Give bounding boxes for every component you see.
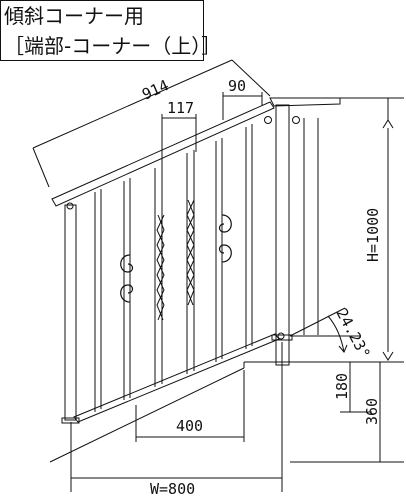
dim-total-rise xyxy=(290,362,404,463)
label-width: W=800 xyxy=(150,480,195,498)
scroll-ornament-right xyxy=(218,214,232,263)
label-baluster-pitch: 117 xyxy=(167,99,194,117)
label-step-rise: 180 xyxy=(333,373,351,400)
label-step-run: 400 xyxy=(176,417,203,435)
dim-angle xyxy=(327,315,348,353)
top-handrail xyxy=(51,97,341,210)
dim-height xyxy=(340,97,404,361)
dim-step-rise xyxy=(340,362,372,413)
dim-width xyxy=(70,342,283,492)
bottom-rail xyxy=(73,332,285,423)
left-post xyxy=(61,204,80,424)
title-sub: ［端部-コーナー（上）］ xyxy=(4,34,222,58)
title-box: 傾斜コーナー用 ［端部-コーナー（上）］ xyxy=(0,0,221,61)
label-post-offset: 90 xyxy=(228,77,246,95)
title-main: 傾斜コーナー用 xyxy=(4,4,144,28)
label-height: H=1000 xyxy=(364,208,382,262)
dim-post-offset xyxy=(222,92,263,120)
dim-step-run xyxy=(135,370,245,442)
dim-baluster-pitch xyxy=(161,114,197,168)
dim-rail-length xyxy=(32,59,271,188)
label-total-rise: 360 xyxy=(363,398,381,425)
balusters xyxy=(94,124,253,412)
twisted-baluster-left xyxy=(156,214,165,321)
right-post xyxy=(271,104,319,366)
scroll-ornament-left xyxy=(120,254,134,303)
twisted-baluster-right xyxy=(186,199,195,306)
